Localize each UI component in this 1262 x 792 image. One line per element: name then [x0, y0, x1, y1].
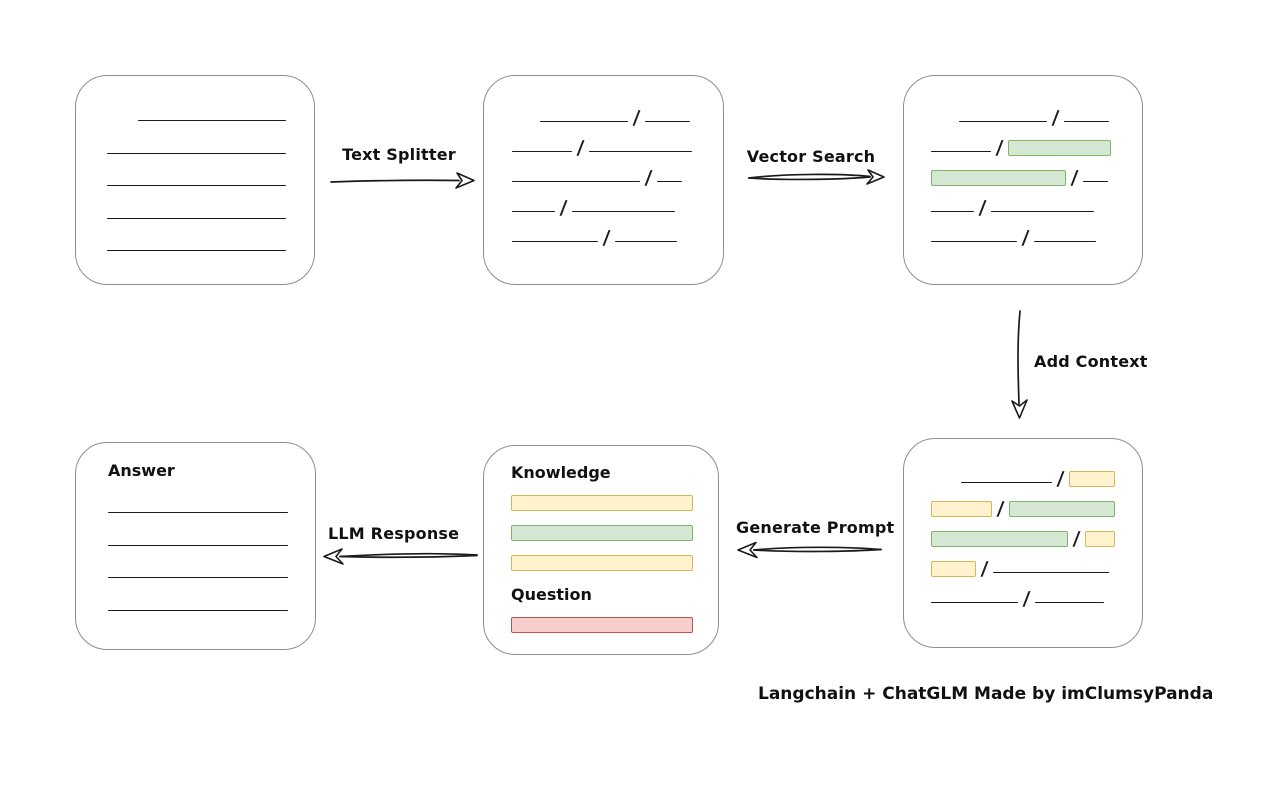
text-line	[108, 609, 288, 611]
chunk-row: /	[931, 166, 1142, 189]
edge-label-llm-response: LLM Response	[328, 524, 460, 543]
chunk-line	[931, 211, 974, 212]
knowledge-chip-yellow	[511, 495, 693, 511]
chunk-row: /	[512, 136, 723, 159]
knowledge-chip-green	[511, 525, 693, 541]
chunk-line	[644, 121, 690, 122]
chunk-line	[512, 151, 572, 152]
slash-separator: /	[632, 106, 641, 129]
context-chunk-chip-yellow	[931, 501, 992, 517]
slash-separator: /	[1021, 226, 1030, 249]
answer-label: Answer	[108, 461, 175, 480]
text-line	[107, 250, 286, 251]
node-text-chunks: / / / / /	[483, 75, 724, 285]
text-line	[138, 120, 286, 121]
slash-separator: /	[1070, 166, 1079, 189]
chunk-row: /	[931, 497, 1142, 520]
chunk-line	[512, 241, 598, 242]
slash-separator: /	[559, 196, 568, 219]
context-chunk-chip-yellow	[1068, 471, 1115, 487]
chunk-line	[1082, 181, 1108, 182]
matched-chunk-chip-green	[931, 170, 1066, 186]
chunk-line	[614, 241, 677, 242]
knowledge-label: Knowledge	[511, 463, 611, 482]
slash-separator: /	[1072, 527, 1081, 550]
chunk-row: /	[512, 166, 723, 189]
node-context-chunks: / / / / /	[903, 438, 1143, 648]
question-label: Question	[511, 585, 592, 604]
node-document	[75, 75, 315, 285]
node-prompt: Knowledge Question	[483, 445, 719, 655]
slash-separator: /	[980, 557, 989, 580]
chunk-row: /	[931, 587, 1142, 610]
slash-separator: /	[602, 226, 611, 249]
arrow-left-icon	[323, 548, 478, 565]
chunk-line	[588, 151, 692, 152]
chunk-line	[571, 211, 675, 212]
slash-separator: /	[996, 497, 1005, 520]
chunk-line	[1033, 241, 1096, 242]
chunk-line	[931, 151, 991, 152]
diagram-caption: Langchain + ChatGLM Made by imClumsyPand…	[758, 684, 1214, 704]
arrow-left-icon	[737, 541, 882, 559]
chunk-rows: / / / / /	[904, 76, 1142, 260]
slash-separator: /	[1051, 106, 1060, 129]
context-chunk-chip-yellow	[931, 561, 976, 577]
chunk-line	[512, 181, 640, 182]
chunk-line	[931, 602, 1018, 603]
chunk-line	[1034, 602, 1104, 603]
knowledge-chip-yellow	[511, 555, 693, 571]
chunk-row: /	[512, 226, 723, 249]
edge-label-generate-prompt: Generate Prompt	[736, 518, 895, 537]
chunk-row: /	[961, 467, 1142, 490]
arrow-right-icon	[748, 169, 885, 185]
question-chip-red	[511, 617, 693, 633]
chunk-line	[931, 241, 1017, 242]
arrow-right-icon	[330, 172, 475, 189]
document-lines	[76, 76, 314, 255]
matched-chunk-chip-green	[1007, 140, 1111, 156]
matched-chunk-chip-green	[1008, 501, 1115, 517]
matched-chunk-chip-green	[931, 531, 1068, 547]
node-answer: Answer	[75, 442, 316, 650]
chunk-row: /	[931, 557, 1142, 580]
arrow-down-icon	[1011, 310, 1028, 419]
chunk-line	[512, 211, 555, 212]
chunk-row: /	[931, 196, 1142, 219]
edge-label-vector-search: Vector Search	[746, 147, 876, 166]
prompt-content: Knowledge Question	[484, 446, 718, 633]
chunk-line	[540, 121, 628, 122]
chunk-row: /	[931, 527, 1142, 550]
chunk-line	[961, 482, 1052, 483]
text-line	[107, 185, 286, 186]
edge-label-add-context: Add Context	[1034, 352, 1148, 371]
slash-separator: /	[1056, 467, 1065, 490]
edge-label-text-splitter: Text Splitter	[342, 145, 456, 164]
slash-separator: /	[978, 196, 987, 219]
text-line	[107, 152, 286, 154]
chunk-rows: / / / / /	[904, 439, 1142, 621]
chunk-row: /	[931, 226, 1142, 249]
chunk-line	[959, 121, 1047, 122]
text-line	[107, 217, 286, 219]
node-matched-chunks: / / / / /	[903, 75, 1143, 285]
chunk-row: /	[931, 136, 1142, 159]
chunk-line	[990, 211, 1094, 212]
chunk-row: /	[512, 196, 723, 219]
slash-separator: /	[576, 136, 585, 159]
slash-separator: /	[995, 136, 1004, 159]
slash-separator: /	[644, 166, 653, 189]
chunk-row: /	[959, 106, 1142, 129]
chunk-row: /	[540, 106, 723, 129]
chunk-line	[992, 572, 1109, 573]
slash-separator: /	[1022, 587, 1031, 610]
context-chunk-chip-yellow	[1084, 531, 1115, 547]
chunk-rows: / / / / /	[484, 76, 723, 260]
chunk-line	[1063, 121, 1109, 122]
chunk-line	[656, 181, 682, 182]
text-line	[108, 577, 288, 578]
text-line	[108, 512, 288, 513]
answer-content: Answer	[76, 443, 315, 615]
text-line	[108, 544, 288, 546]
